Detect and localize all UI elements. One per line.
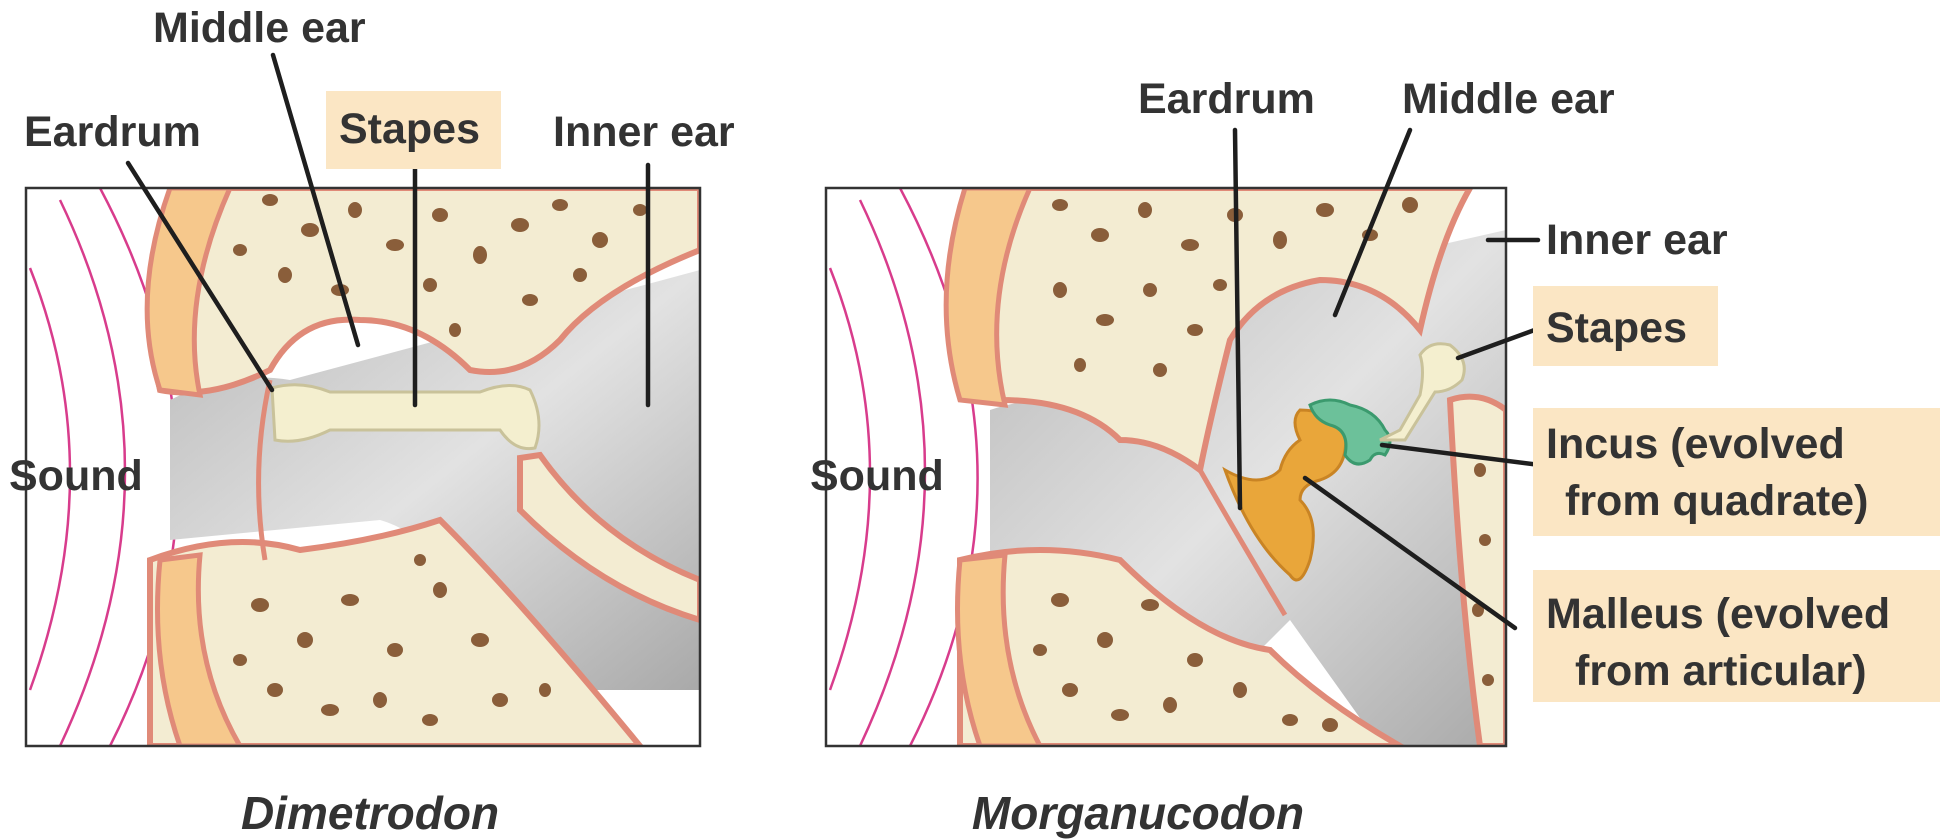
left-label-middle-ear: Middle ear [153, 4, 366, 52]
right-label-middle-ear: Middle ear [1402, 75, 1615, 123]
right-label-sound: Sound [810, 452, 944, 500]
right-label-stapes: Stapes [1546, 304, 1687, 352]
left-panel: Middle ear Eardrum Stapes Inner ear Soun… [9, 4, 735, 839]
left-label-eardrum: Eardrum [24, 108, 201, 156]
right-caption: Morganucodon [972, 787, 1304, 839]
right-label-incus-line1: Incus (evolved [1546, 420, 1845, 468]
right-label-malleus-line1: Malleus (evolved [1546, 590, 1890, 638]
right-label-malleus-line2: from articular) [1575, 647, 1867, 695]
right-label-incus-line2: from quadrate) [1565, 477, 1868, 525]
left-label-sound: Sound [9, 452, 143, 500]
right-panel: Eardrum Middle ear Inner ear Stapes Incu… [810, 75, 1940, 839]
left-label-stapes: Stapes [339, 105, 480, 153]
left-caption: Dimetrodon [241, 787, 499, 839]
right-label-eardrum: Eardrum [1138, 75, 1315, 123]
right-label-inner-ear: Inner ear [1546, 216, 1728, 264]
left-label-inner-ear: Inner ear [553, 108, 735, 156]
